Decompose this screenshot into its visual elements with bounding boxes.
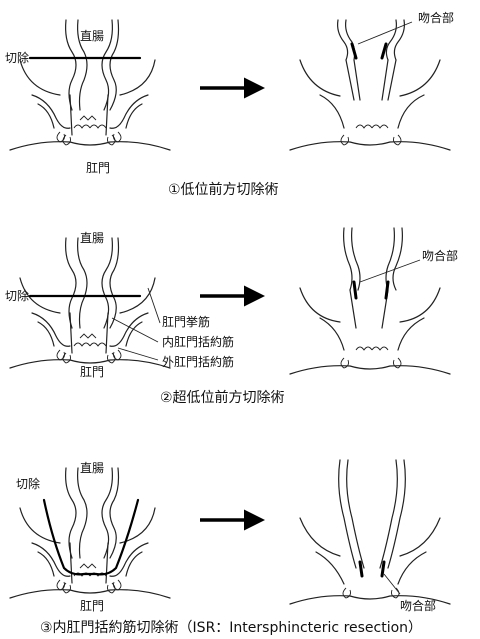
panel-1-caption: ①低位前方切除術 — [168, 181, 279, 198]
panel-3-anus-label: 肛門 — [80, 599, 104, 613]
panel-2-rectum-label: 直腸 — [80, 231, 104, 245]
panel-3-anastomosis-pointer — [383, 573, 401, 595]
panel-2-anus-label: 肛門 — [80, 365, 104, 379]
panel-1-anus-label: 肛門 — [86, 161, 110, 175]
panel-2-external-pointer — [117, 347, 159, 361]
panel-3-caption: ③内肛門括約筋切除術（ISR：Intersphincteric resectio… — [40, 619, 422, 636]
panel-3-staples — [358, 560, 386, 578]
panel-2-staples — [352, 280, 390, 300]
panel-2-caption: ②超低位前方切除術 — [160, 389, 285, 406]
panel-3-rectum-label: 直腸 — [80, 461, 104, 475]
panel-3-anastomosis-label: 吻合部 — [400, 598, 436, 613]
panel-2-cut-label: 切除 — [5, 288, 29, 303]
panel-2-internal-sphincter-label: 内肛門括約筋 — [162, 334, 234, 349]
panel-1-staples — [350, 42, 388, 60]
panel-2: 直腸 切除 肛門 肛門挙筋 内肛門括約筋 外肛門括約筋 — [5, 227, 458, 406]
panel-1-anastomosis-label: 吻合部 — [418, 10, 454, 25]
panel-3-cut-line — [42, 498, 140, 576]
panel-1-rectum-label: 直腸 — [80, 29, 104, 43]
panel-2-levator-label: 肛門挙筋 — [162, 314, 210, 329]
panel-1: 直腸 切除 肛門 — [5, 10, 454, 198]
panel-2-anastomosis-label: 吻合部 — [422, 248, 458, 263]
panel-2-internal-pointer — [111, 317, 159, 343]
panel-2-levator-pointer — [147, 287, 161, 324]
panel-2-external-sphincter-label: 外肛門括約筋 — [162, 354, 234, 369]
panel-1-anastomosis-pointer — [357, 21, 413, 45]
panel-3: 直腸 切除 肛門 吻合部 ③内肛門括約筋切除術（ISR：Intersphinct… — [9, 459, 451, 636]
panel-3-cut-label: 切除 — [16, 476, 40, 491]
panel-2-before-diagram — [9, 237, 171, 369]
panel-2-anastomosis-pointer — [359, 259, 421, 283]
panel-1-after-diagram — [289, 19, 451, 151]
panel-1-cut-label: 切除 — [5, 50, 29, 65]
panel-3-after-diagram — [289, 459, 451, 605]
